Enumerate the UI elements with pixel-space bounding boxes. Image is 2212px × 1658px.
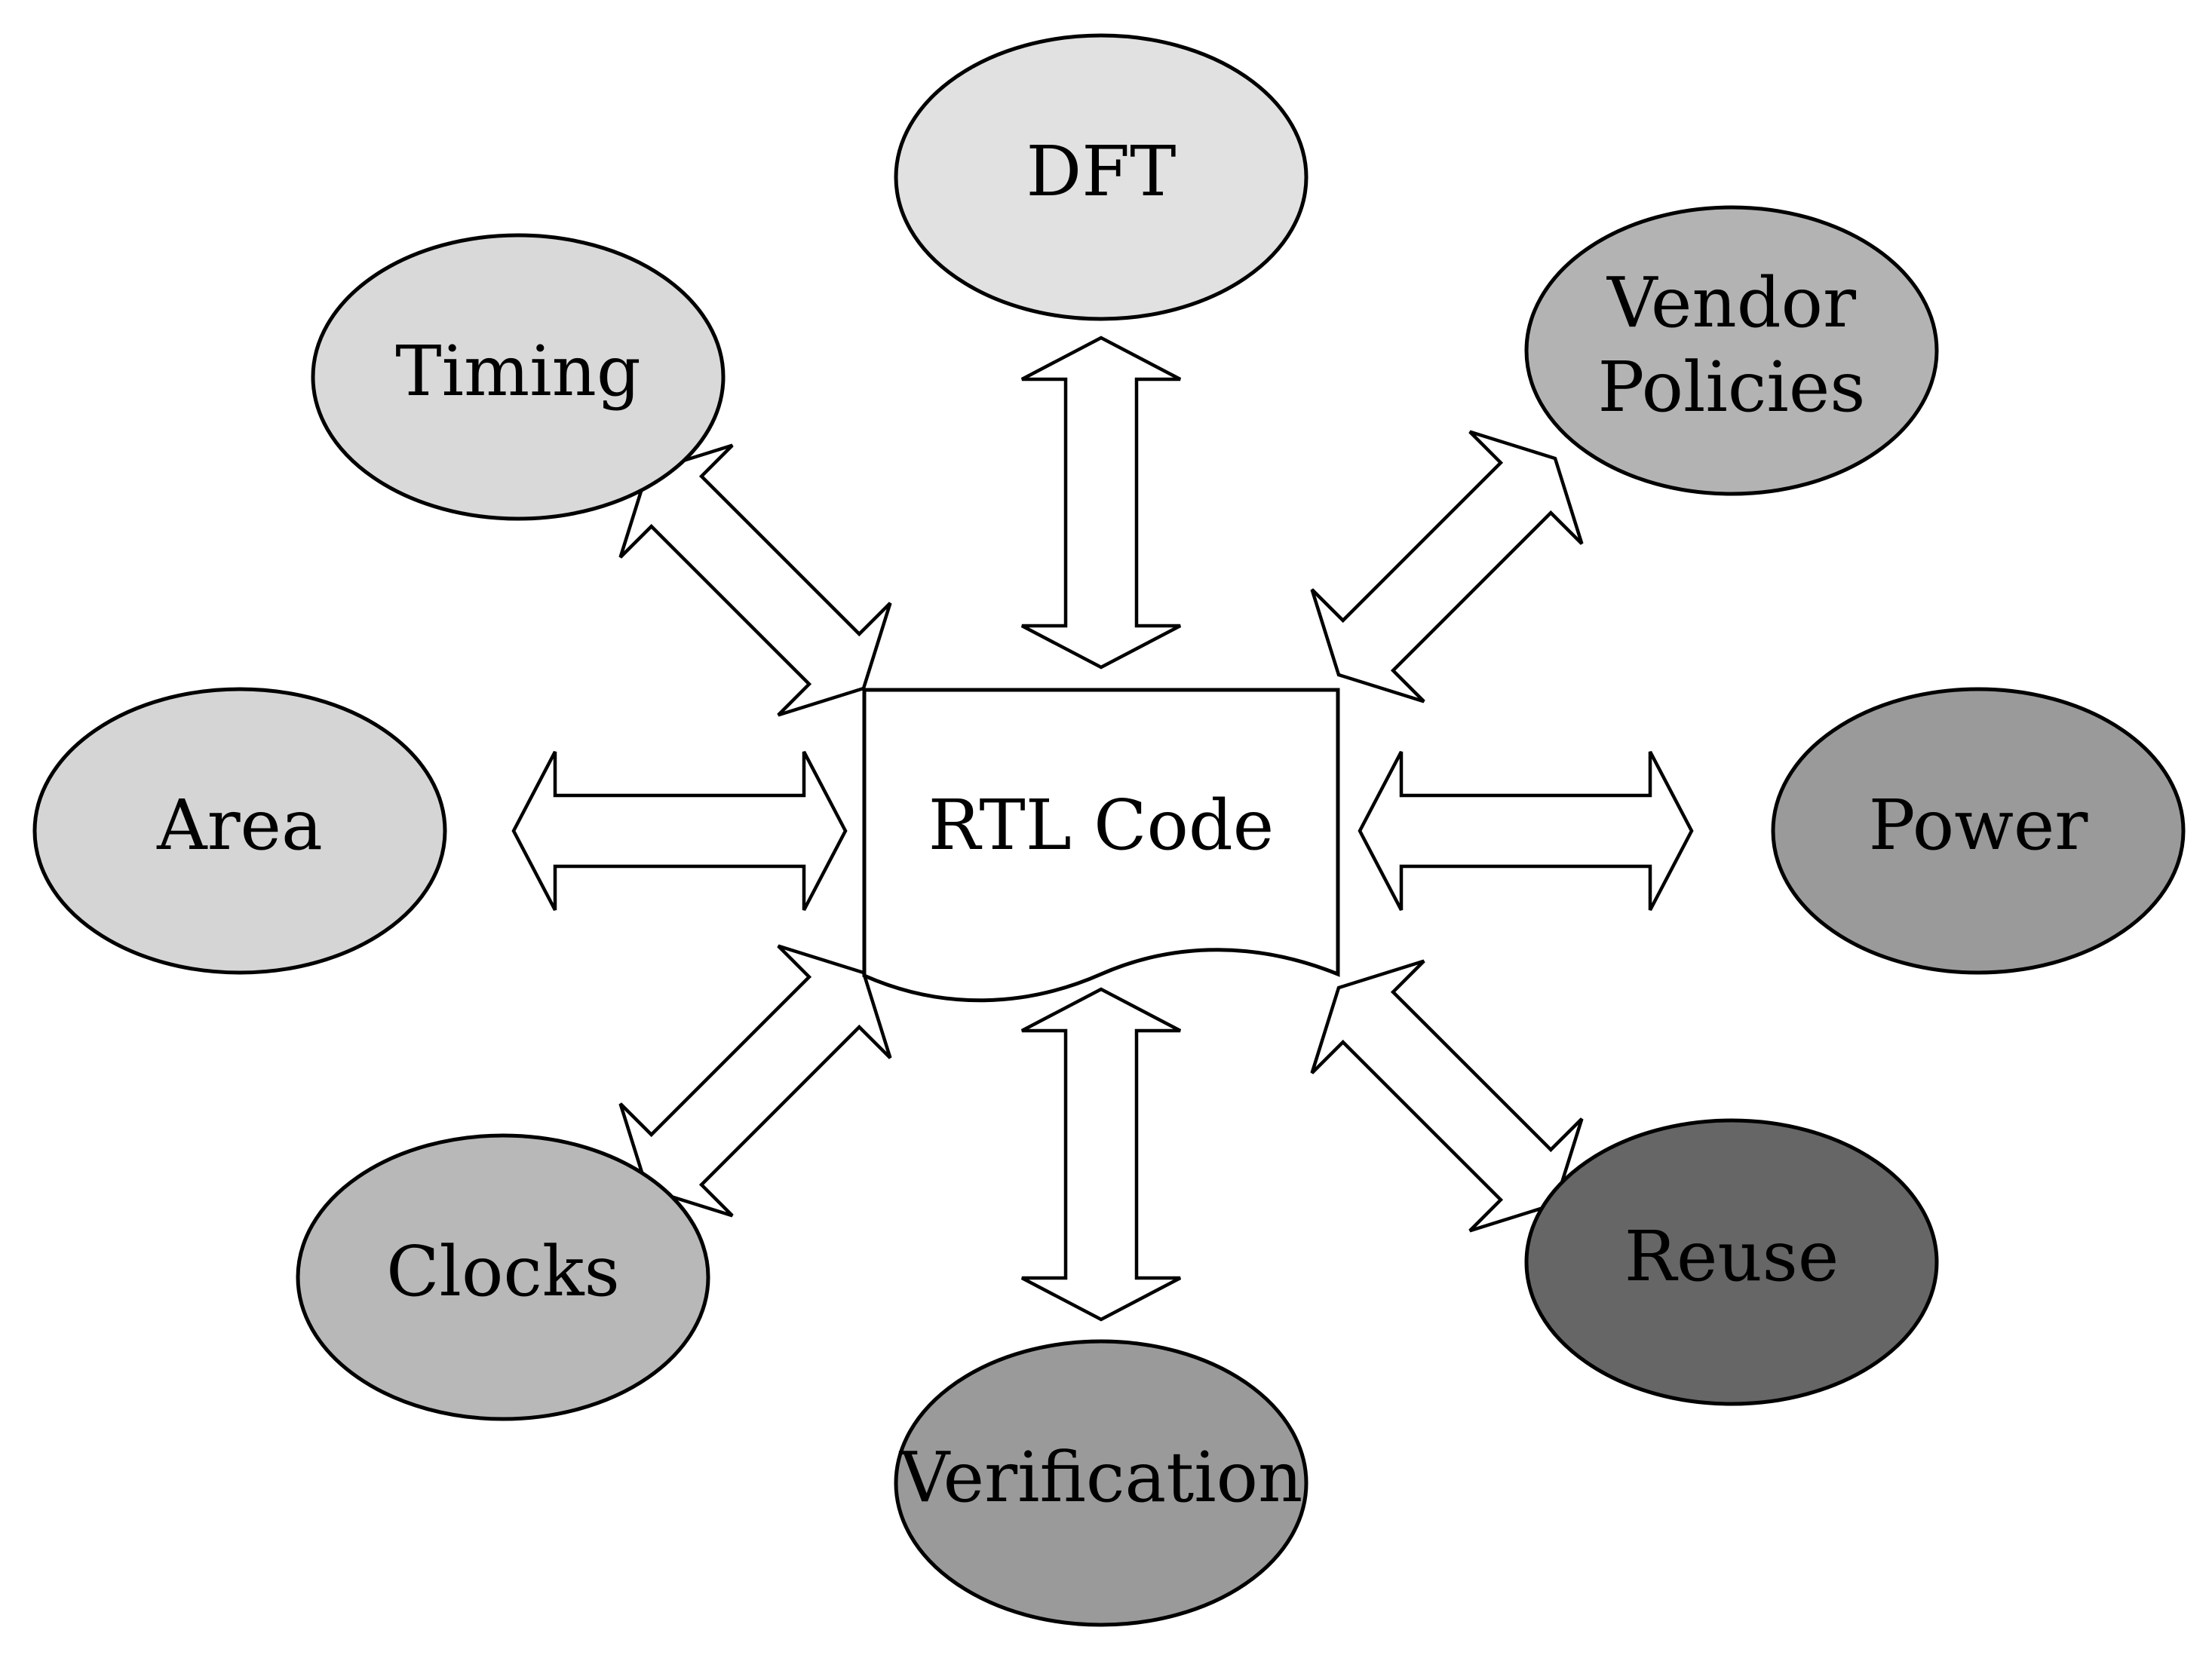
dft-label: DFT	[1026, 131, 1177, 212]
node-clocks: Clocks	[296, 1133, 710, 1421]
timing-ellipse	[311, 233, 726, 521]
document-shape	[862, 688, 1340, 1003]
timing-label: Timing	[395, 331, 641, 412]
vendor-policies-ellipse	[1524, 205, 1939, 496]
node-dft: DFT	[894, 33, 1308, 321]
node-power: Power	[1771, 687, 2186, 975]
arrow-area	[511, 750, 848, 912]
center-node-rtl-code: RTL Code	[862, 688, 1340, 1003]
arrow-reuse	[1310, 959, 1584, 1233]
arrow-power	[1358, 750, 1694, 912]
arrow-timing	[618, 443, 892, 717]
power-ellipse	[1771, 687, 2186, 975]
verification-label: Verification	[899, 1437, 1303, 1518]
area-label: Area	[156, 785, 323, 866]
node-verification: Verification	[894, 1339, 1308, 1627]
node-area: Area	[32, 687, 447, 975]
arrow-dft	[1020, 336, 1182, 670]
reuse-label: Reuse	[1624, 1216, 1839, 1297]
node-timing: Timing	[311, 233, 726, 521]
clocks-label: Clocks	[386, 1231, 620, 1312]
arrow-vendor	[1310, 430, 1584, 703]
arrow-verification	[1020, 987, 1182, 1322]
reuse-ellipse	[1524, 1118, 1939, 1406]
node-reuse: Reuse	[1524, 1118, 1939, 1406]
arrows	[511, 336, 1694, 1322]
dft-ellipse	[894, 33, 1308, 321]
arrow-clocks	[618, 944, 892, 1218]
center-label: RTL Code	[928, 785, 1274, 866]
area-ellipse	[32, 687, 447, 975]
clocks-ellipse	[296, 1133, 710, 1421]
power-label: Power	[1869, 785, 2088, 866]
verification-ellipse	[894, 1339, 1308, 1627]
